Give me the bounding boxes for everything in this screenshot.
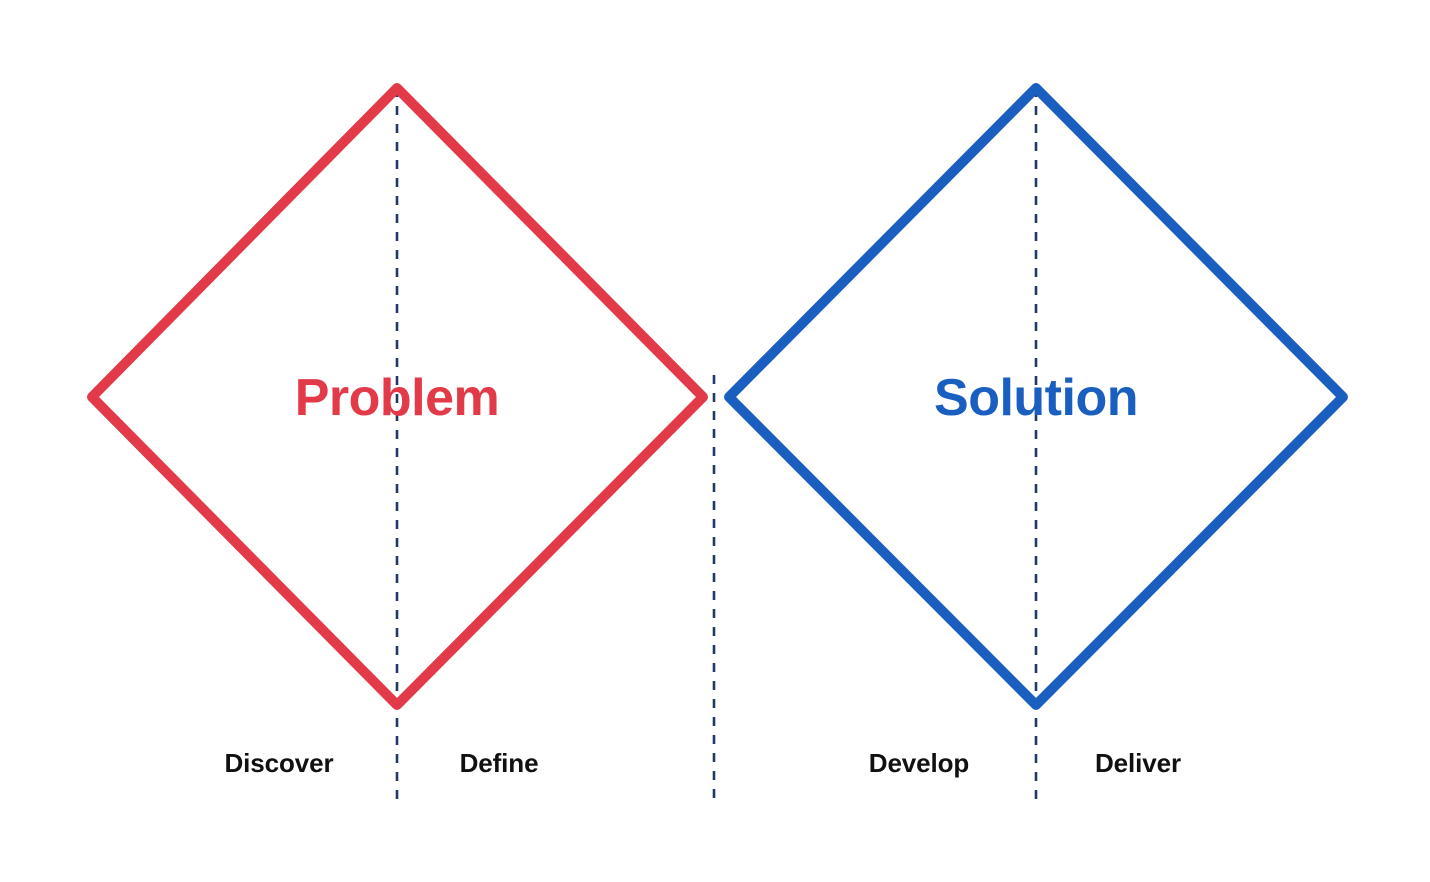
problem-diamond-shape bbox=[87, 83, 708, 710]
stage-label-define: Define bbox=[459, 748, 539, 778]
problem-diamond-label: Problem bbox=[294, 369, 500, 427]
solution-diamond-label: Solution bbox=[934, 369, 1138, 427]
solution-diamond-shape bbox=[724, 83, 1348, 710]
stage-label-discover: Discover bbox=[224, 748, 334, 778]
stage-label-deliver: Deliver bbox=[1094, 748, 1182, 778]
stage-label-develop: Develop bbox=[868, 748, 970, 778]
